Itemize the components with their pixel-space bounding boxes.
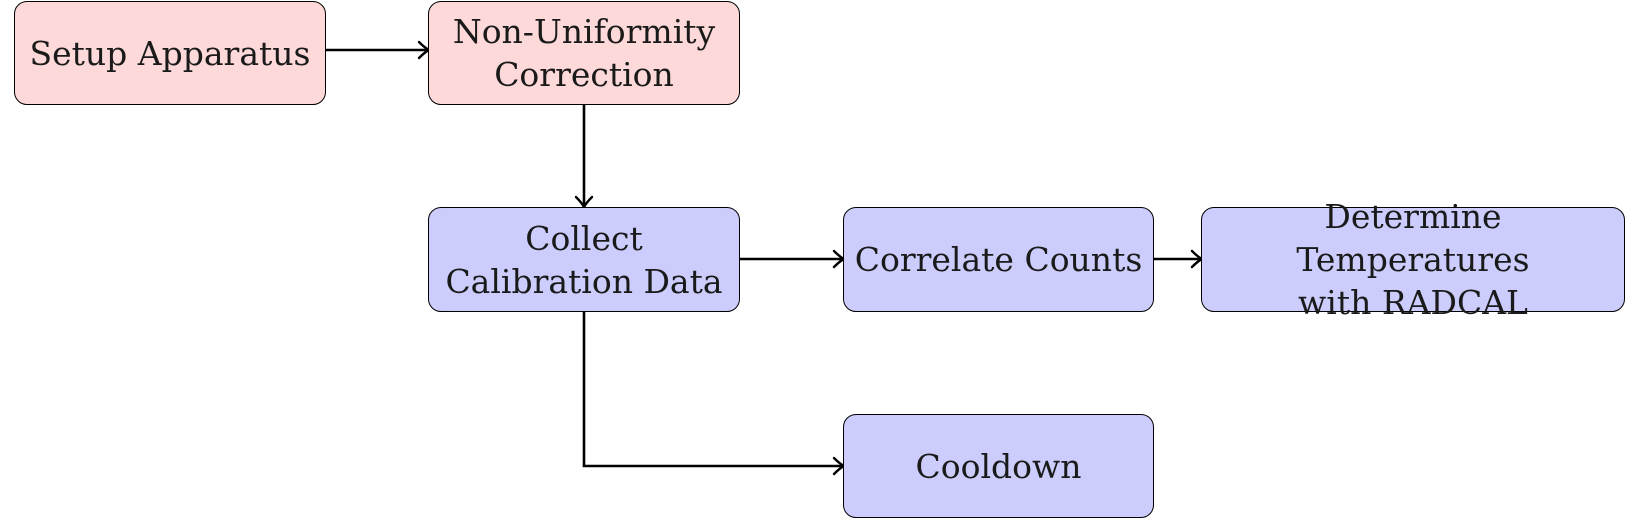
node-label: Cooldown [915, 446, 1082, 486]
node-label-line-2: Calibration Data [445, 261, 723, 301]
node-non-uniformity-correction: Non-Uniformity Correction [428, 1, 740, 105]
node-setup-apparatus: Setup Apparatus [14, 1, 326, 105]
node-label: Correlate Counts [854, 240, 1143, 279]
edge-collect-to-cooldown [582, 312, 843, 468]
node-label-line-1: Non-Uniformity [452, 12, 716, 51]
node-label-line-2: with RADCAL [1298, 283, 1528, 322]
node-label-line-1: Determine Temperatures [1296, 197, 1530, 279]
node-label: Setup Apparatus [29, 33, 311, 73]
node-cooldown: Cooldown [843, 414, 1154, 518]
node-label-line-2: Correction [494, 55, 674, 94]
node-correlate-counts: Correlate Counts [843, 207, 1154, 312]
node-label-line-1: Collect [525, 218, 643, 258]
node-determine-temperatures: Determine Temperatures with RADCAL [1201, 197, 1625, 322]
node-collect-calibration-data: Collect Calibration Data [428, 207, 740, 312]
